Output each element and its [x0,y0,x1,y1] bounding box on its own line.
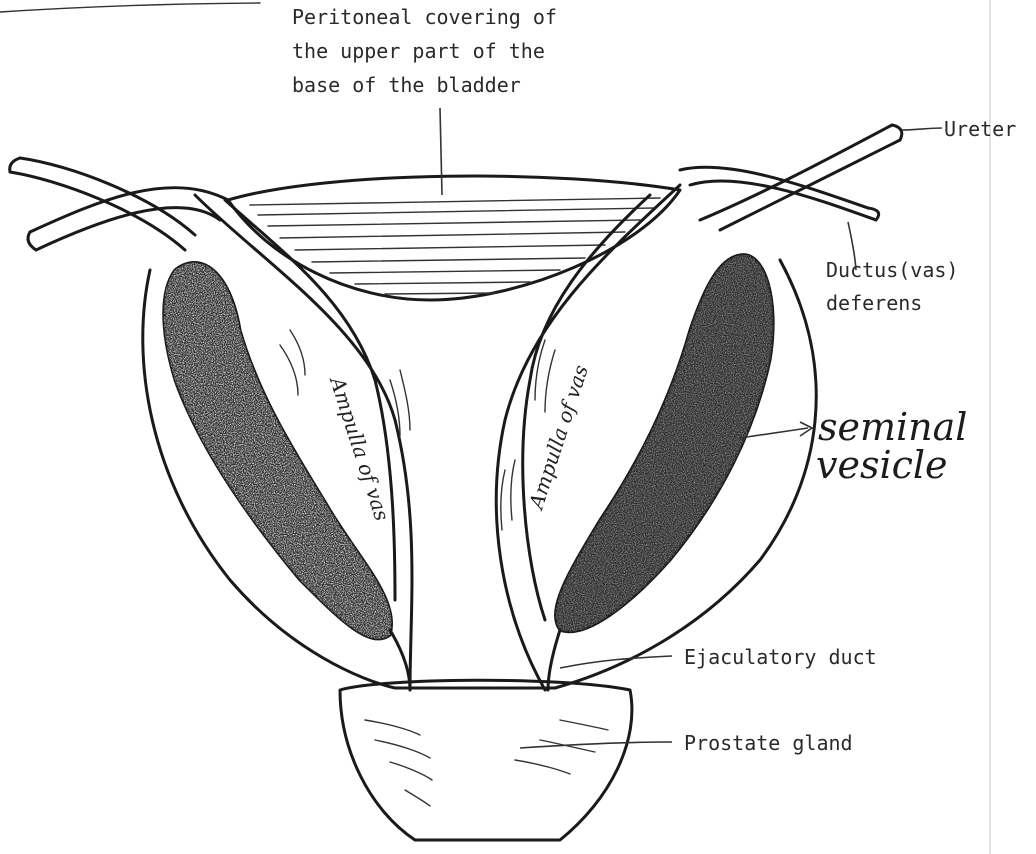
left-ureter [10,158,195,250]
peritoneal-label-line3: base of the bladder [292,73,521,97]
ejaculatory-duct-label: Ejaculatory duct [684,645,877,669]
prostate-gland [340,680,632,840]
peritoneal-label-line2: the upper part of the [292,39,545,63]
ductus-label-line2: deferens [826,291,922,315]
ductus-label-line1: Ductus(vas) [826,258,958,282]
prostate-gland-label: Prostate gland [684,731,853,755]
left-ampulla-label: Ampulla of vas [325,372,395,523]
ureter-label: Ureter [944,117,1016,141]
ureter-leader [902,128,942,130]
peritoneal-label-line1: Peritoneal covering of [292,5,557,29]
left-ureter-end [10,158,20,172]
right-ductus-deferens [680,167,876,220]
scan-edge-line [0,3,260,12]
right-ureter-end [892,125,902,140]
prostate-hatching [365,720,608,806]
seminal-vesicle-label-line2: vesicle [816,443,948,487]
right-ureter [700,125,900,230]
right-vesicle-texture [556,255,774,632]
prostate-leader [520,742,672,748]
left-ductus-end [28,232,36,250]
peritoneal-leader [440,108,442,195]
right-ampulla-label: Ampulla of vas [523,362,593,513]
